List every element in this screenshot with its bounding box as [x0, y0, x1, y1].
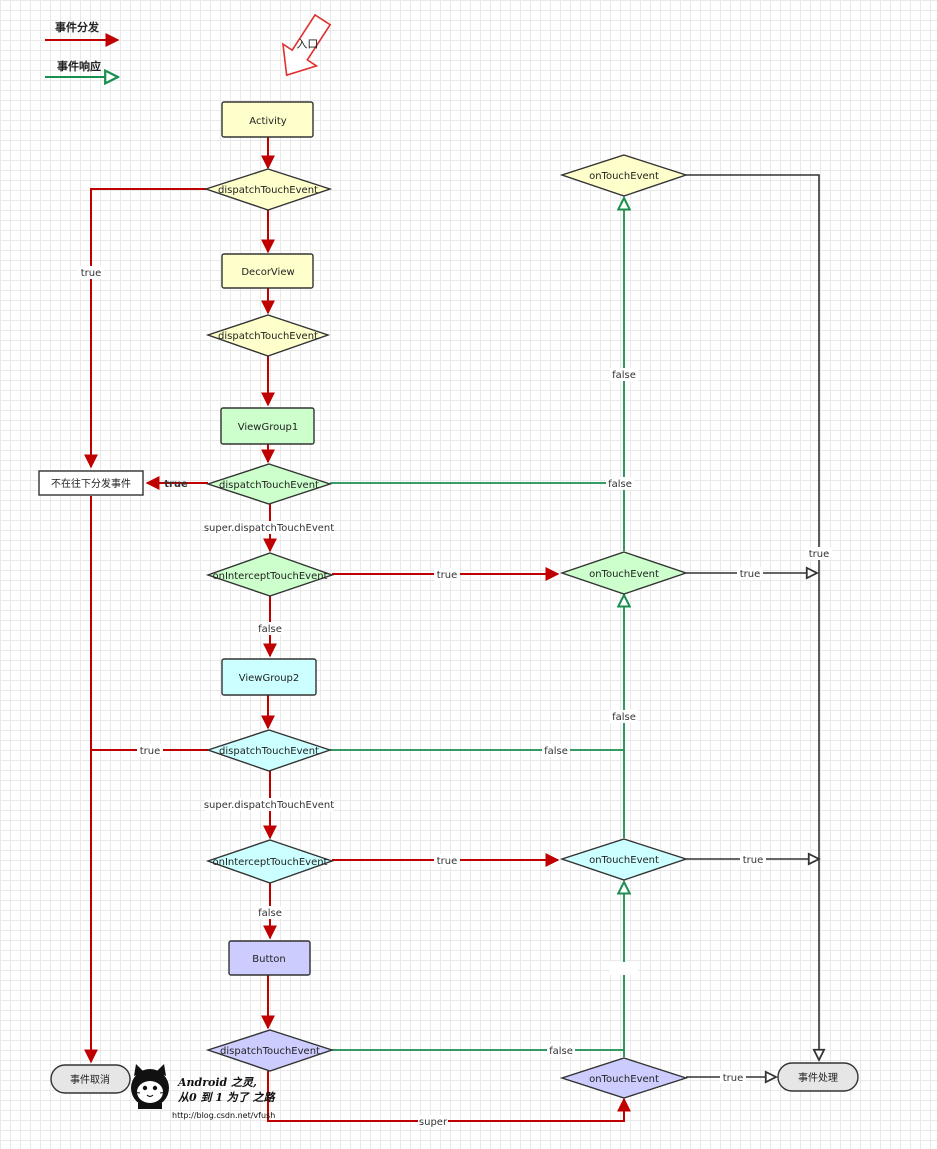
node-activity-on-touch — [559, 154, 689, 197]
node-viewgroup2-on-touch-label: onTouchEvent — [589, 855, 659, 866]
label-vg2-true: true — [140, 746, 161, 757]
label-vg1-false-right: false — [608, 479, 632, 490]
node-viewgroup1-intercept-label: onInterceptTouchEvent — [213, 571, 328, 582]
label-vg1-intercept-false: false — [258, 624, 282, 635]
edge-labels: true true super.dispatchTouchEvent false… — [78, 266, 832, 1128]
node-stop-dispatch — [38, 470, 144, 496]
label-vg2-super: super.dispatchTouchEvent — [204, 800, 334, 811]
node-button-label: Button — [252, 954, 286, 965]
node-viewgroup2-on-touch — [559, 838, 689, 881]
label-button-touch-true: true — [723, 1073, 744, 1084]
label-vg2-touch-false: false — [612, 712, 636, 723]
label-vg2-intercept-true: true — [437, 856, 458, 867]
label-activity-true: true — [81, 268, 102, 279]
node-viewgroup1 — [220, 407, 315, 445]
node-decorview-dispatch-label: dispatchTouchEvent — [218, 331, 318, 342]
node-viewgroup1-on-touch-label: onTouchEvent — [589, 569, 659, 580]
node-event-cancel-label: 事件取消 — [70, 1073, 110, 1086]
legend-dispatch-label: 事件分发 — [55, 20, 100, 34]
node-button-dispatch-label: dispatchTouchEvent — [220, 1046, 320, 1057]
node-viewgroup2-dispatch-label: dispatchTouchEvent — [219, 746, 319, 757]
node-button — [228, 940, 311, 976]
label-vg1-super: super.dispatchTouchEvent — [204, 523, 334, 534]
watermark-title-line2: 从0 到 1 为了 之路 — [178, 1091, 277, 1104]
label-vg1-touch-true: true — [740, 569, 761, 580]
label-button-super: super — [419, 1117, 448, 1128]
node-viewgroup2-intercept-label: onInterceptTouchEvent — [213, 857, 328, 868]
label-vg1-intercept-true: true — [437, 570, 458, 581]
node-viewgroup1-on-touch — [559, 551, 689, 595]
cat-logo-icon — [131, 1064, 169, 1109]
node-button-on-touch — [559, 1057, 689, 1099]
legend-response-label: 事件响应 — [57, 59, 101, 73]
edges — [84, 137, 819, 1122]
node-viewgroup2-label: ViewGroup2 — [239, 673, 300, 684]
edge-activity-true — [84, 188, 206, 469]
node-stop-dispatch-label: 不在往下分发事件 — [51, 477, 131, 490]
node-viewgroup1-intercept — [205, 552, 335, 597]
nodes: Activity dispatchTouchEvent onTouchEvent… — [38, 101, 859, 1099]
node-viewgroup2-intercept — [205, 839, 335, 884]
node-activity — [221, 101, 314, 138]
node-viewgroup2 — [221, 658, 317, 696]
node-decorview-label: DecorView — [241, 267, 294, 278]
watermark-title-line1: Android 之灵, — [177, 1076, 257, 1089]
label-vg1-touch-false: false — [612, 370, 636, 381]
node-event-cancel — [50, 1064, 131, 1094]
node-event-handled-label: 事件处理 — [798, 1071, 838, 1084]
node-activity-label: Activity — [249, 116, 286, 127]
node-viewgroup1-dispatch — [205, 463, 333, 505]
node-decorview — [221, 253, 314, 289]
entry-label: 入口 — [296, 37, 318, 50]
node-viewgroup1-label: ViewGroup1 — [238, 422, 299, 433]
node-event-handled — [777, 1062, 859, 1092]
label-button-false-right: false — [549, 1046, 573, 1057]
watermark: Android 之灵, 从0 到 1 为了 之路 http://blog.csd… — [131, 1064, 277, 1120]
edge-activity-touch-true — [686, 174, 819, 1060]
watermark-url: http://blog.csdn.net/vfush — [172, 1111, 275, 1120]
node-viewgroup1-dispatch-label: dispatchTouchEvent — [219, 480, 319, 491]
node-button-dispatch — [205, 1029, 335, 1072]
node-viewgroup2-dispatch — [205, 729, 333, 772]
entry-arrow: 入口 — [281, 13, 332, 77]
label-vg1-true: true — [164, 479, 188, 490]
label-vg2-intercept-false: false — [258, 908, 282, 919]
legend: 事件分发 事件响应 — [45, 20, 118, 77]
node-activity-dispatch-label: dispatchTouchEvent — [218, 185, 318, 196]
node-activity-dispatch — [203, 168, 333, 211]
label-vg2-false-right: false — [544, 746, 568, 757]
node-decorview-dispatch — [205, 314, 331, 357]
label-vg2-touch-true: true — [743, 855, 764, 866]
node-activity-on-touch-label: onTouchEvent — [589, 171, 659, 182]
node-button-on-touch-label: onTouchEvent — [589, 1074, 659, 1085]
label-handled-true: true — [809, 549, 830, 560]
